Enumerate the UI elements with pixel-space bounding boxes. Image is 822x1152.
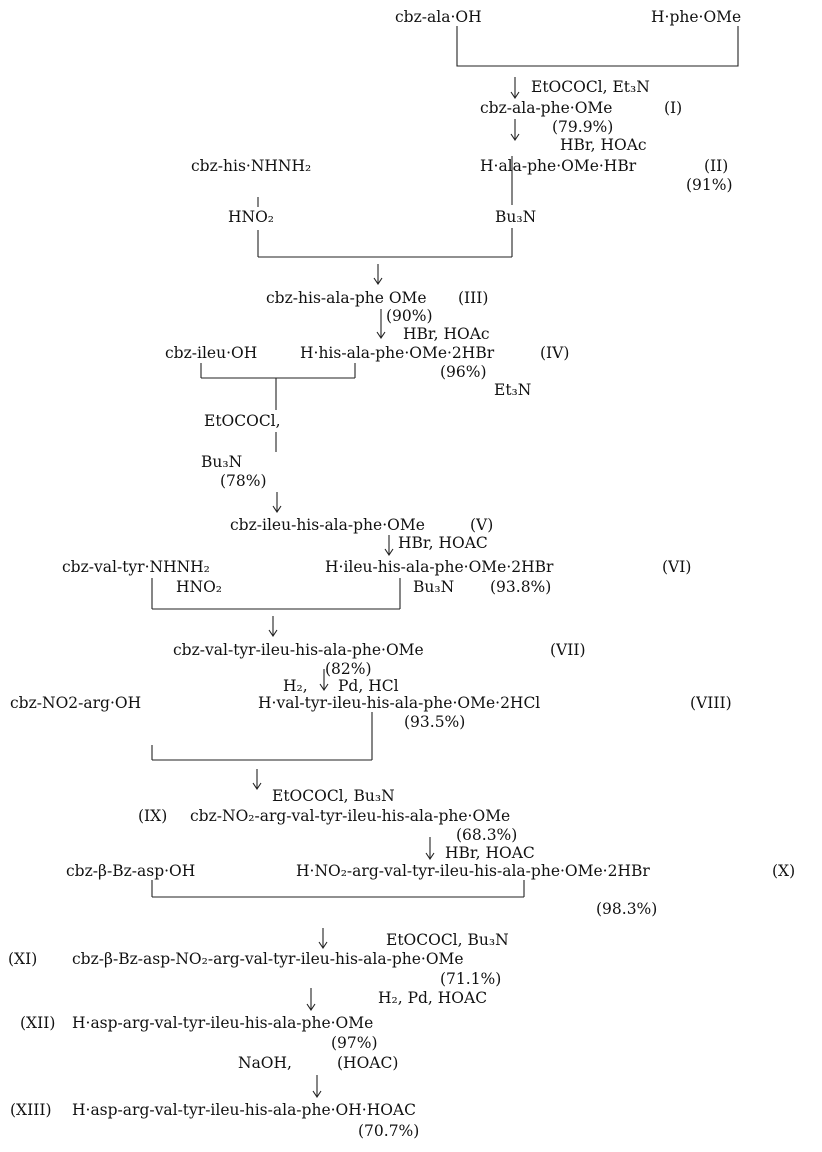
compound-VI: H·ileu-his-ala-phe·OMe·2HBr <box>325 558 554 576</box>
compound-XI-yield: (71.1%) <box>440 970 502 988</box>
step12-reagents: H₂, Pd, HOAC <box>378 989 488 1007</box>
compound-II-label: (II) <box>704 157 729 175</box>
arrow-12-head <box>306 1003 316 1011</box>
arrow-3-head <box>373 277 383 285</box>
step4-reagents: HBr, HOAc <box>403 325 490 343</box>
compound-X-label: (X) <box>772 862 796 880</box>
compound-I-yield: (79.9%) <box>552 118 614 136</box>
asp-acid: cbz-β-Bz-asp·OH <box>66 862 196 880</box>
step13-reagent-right: (HOAC) <box>337 1054 399 1072</box>
start-acid-ala: cbz-ala·OH <box>395 8 482 26</box>
compound-XIII: H·asp-arg-val-tyr-ileu-his-ala-phe·OH·HO… <box>72 1101 416 1119</box>
start-amine-phe: H·phe·OMe <box>651 8 742 26</box>
compound-I: cbz-ala-phe·OMe <box>480 99 613 117</box>
step5-yield: (78%) <box>220 472 267 490</box>
his-hydrazide: cbz-his·NHNH₂ <box>191 157 312 175</box>
arrow-13-head <box>312 1090 322 1098</box>
hno2-reagent-c: HNO₂ <box>176 578 223 596</box>
step11-reagents: EtOCOCl, Bu₃N <box>386 931 509 949</box>
step13-reagent-left: NaOH, <box>238 1054 292 1072</box>
compound-XIII-label: (XIII) <box>10 1101 52 1119</box>
et3n-reagent-b: Et₃N <box>494 381 532 399</box>
compound-IV: H·his-ala-phe·OMe·2HBr <box>300 344 495 362</box>
step1-reagents: EtOCOCl, Et₃N <box>531 78 650 96</box>
compound-I-label: (I) <box>664 99 683 117</box>
arrow-6-head <box>384 548 394 556</box>
compound-XII-label: (XII) <box>20 1014 56 1032</box>
bu3n-reagent-c: Bu₃N <box>413 578 455 596</box>
compound-VIII-yield: (93.5%) <box>404 713 466 731</box>
compound-IX: cbz-NO₂-arg-val-tyr-ileu-his-ala-phe·OMe <box>190 807 511 825</box>
bu3n-reagent-b: Bu₃N <box>201 453 243 471</box>
compound-III-yield: (90%) <box>386 307 433 325</box>
compound-II-yield: (91%) <box>686 176 733 194</box>
compound-III: cbz-his-ala-phe OMe <box>266 289 427 307</box>
step6-reagents: HBr, HOAC <box>398 534 488 552</box>
step2-reagents: HBr, HOAc <box>560 136 647 154</box>
no2arg-acid: cbz-NO2-arg·OH <box>10 694 142 712</box>
compound-X-yield: (98.3%) <box>596 900 658 918</box>
compound-VIII-label: (VIII) <box>690 694 732 712</box>
arrow-5-head <box>272 505 282 513</box>
step9-reagents: EtOCOCl, Bu₃N <box>272 787 395 805</box>
arrow-2-head <box>510 133 520 141</box>
bracket-1 <box>456 26 739 67</box>
compound-V: cbz-ileu-his-ala-phe·OMe <box>230 516 425 534</box>
compound-VIII: H·val-tyr-ileu-his-ala-phe·OMe·2HCl <box>258 694 541 712</box>
arrow-11-head <box>318 941 328 949</box>
arrow-10-head <box>425 852 435 860</box>
compound-IV-label: (IV) <box>540 344 570 362</box>
step8-reagents-left: H₂, <box>283 677 308 695</box>
compound-XII-yield: (97%) <box>331 1034 378 1052</box>
compound-VII-yield: (82%) <box>325 660 372 678</box>
step8-reagents-right: Pd, HCl <box>338 677 399 695</box>
compound-XIII-yield: (70.7%) <box>358 1122 420 1140</box>
arrow-1-head <box>510 91 520 99</box>
compound-XI: cbz-β-Bz-asp-NO₂-arg-val-tyr-ileu-his-al… <box>72 950 464 968</box>
compound-IX-label: (IX) <box>138 807 168 825</box>
step10-reagents: HBr, HOAC <box>445 844 535 862</box>
ileu-acid: cbz-ileu·OH <box>165 344 258 362</box>
compound-VII: cbz-val-tyr-ileu-his-ala-phe·OMe <box>173 641 424 659</box>
compound-X: H·NO₂-arg-val-tyr-ileu-his-ala-phe·OMe·2… <box>296 862 650 880</box>
compound-IV-yield: (96%) <box>440 363 487 381</box>
compound-III-label: (III) <box>458 289 489 307</box>
compound-VII-label: (VII) <box>550 641 586 659</box>
valtyr-hydrazide: cbz-val-tyr·NHNH₂ <box>62 558 210 576</box>
compound-V-label: (V) <box>470 516 494 534</box>
compound-VI-yield: (93.8%) <box>490 578 552 596</box>
arrow-9-head <box>252 782 262 790</box>
compound-XI-label: (XI) <box>8 950 38 968</box>
compound-II: H·ala-phe·OMe·HBr <box>480 157 637 175</box>
compound-IX-yield: (68.3%) <box>456 826 518 844</box>
arrow-4-head <box>376 331 386 339</box>
arrow-8-head <box>319 683 329 691</box>
etococl-reagent-b: EtOCOCl, <box>204 412 281 430</box>
compound-VI-label: (VI) <box>662 558 692 576</box>
hno2-reagent-a: HNO₂ <box>228 208 275 226</box>
bu3n-reagent-a: Bu₃N <box>495 208 537 226</box>
arrow-7-head <box>268 629 278 637</box>
compound-XII: H·asp-arg-val-tyr-ileu-his-ala-phe·OMe <box>72 1014 374 1032</box>
